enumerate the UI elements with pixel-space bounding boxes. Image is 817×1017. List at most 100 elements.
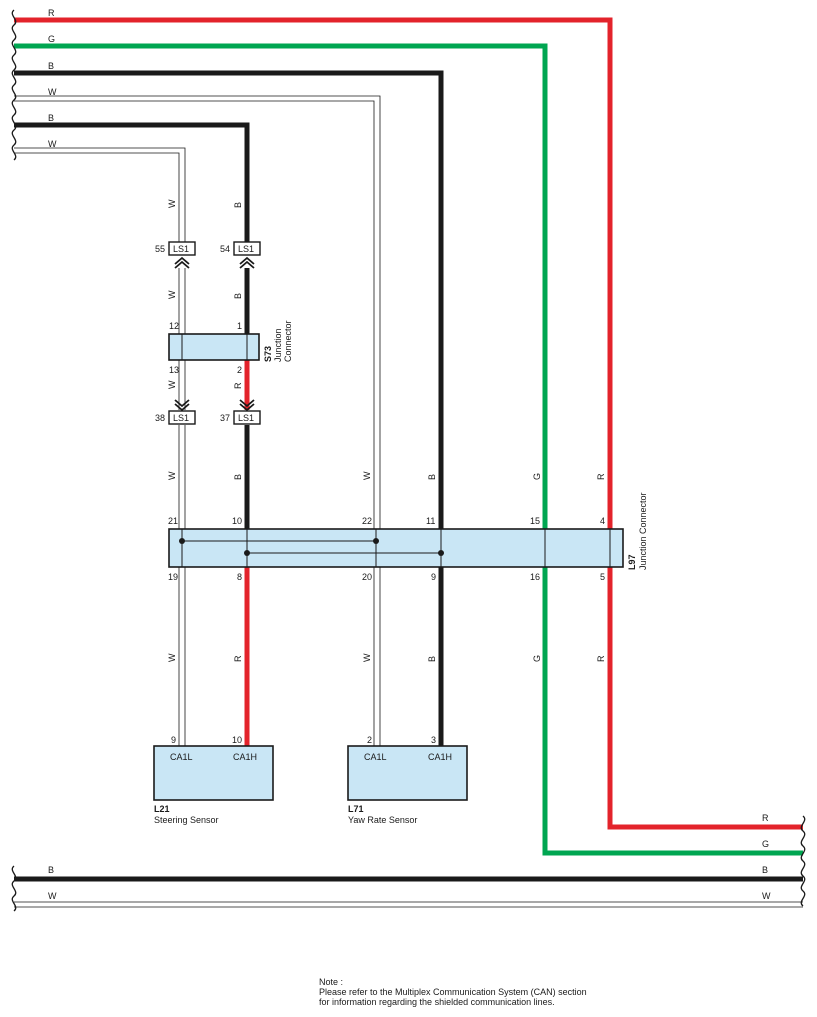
bus-label-bottom-b-right: B: [762, 865, 768, 875]
l71-terminal-ca1h: CA1H: [428, 752, 452, 762]
l21-steering-sensor: 9 10 CA1L CA1H L21 Steering Sensor: [153, 735, 274, 825]
l97-pin-5: 5: [600, 572, 605, 582]
note-line-1: Please refer to the Multiplex Communicat…: [319, 987, 587, 997]
wire-white-s73-ls1: [178, 360, 186, 410]
l97-lower-label-3: W: [362, 653, 372, 662]
s73-junction-connector: 12 1 13 2 S73 Junction Connector: [168, 320, 293, 375]
bus-labels-bottom: R G B B W W: [48, 813, 771, 901]
note: Note : Please refer to the Multiplex Com…: [319, 977, 587, 1007]
branch-wire-labels: W B W B W R W B: [167, 199, 243, 480]
ls1-38-name: LS1: [173, 413, 189, 423]
l97-pin-11: 11: [426, 516, 435, 526]
break-mark-right-bottom: [800, 815, 806, 907]
bus-label-bottom-w-right: W: [762, 891, 771, 901]
wire-white-bus-2: [14, 147, 186, 244]
wire-green-bus: [14, 43, 803, 856]
ls1-connector-54: 54 LS1: [220, 241, 261, 269]
wire-white-bottom: [14, 901, 803, 908]
s73-pin-1: 1: [237, 321, 242, 331]
l97-junction-dots: [179, 538, 444, 556]
l97-pin-19: 19: [168, 572, 178, 582]
l97-lower-label-6: R: [596, 655, 606, 662]
bus-label-r: R: [48, 8, 55, 18]
l97-lower-label-5: G: [532, 655, 542, 662]
label-w-upper: W: [167, 199, 177, 208]
break-mark-left-bottom: [11, 865, 17, 912]
l97-upper-label-4: R: [596, 473, 606, 480]
l97-pin-16: 16: [530, 572, 540, 582]
bus-label-w2: W: [48, 139, 57, 149]
l71-name: Yaw Rate Sensor: [348, 815, 417, 825]
ls1-55-pin: 55: [155, 244, 165, 254]
label-b-37: B: [233, 474, 243, 480]
l21-id: L21: [154, 804, 170, 814]
bus-label-b2: B: [48, 113, 54, 123]
bus-label-bottom-g: G: [762, 839, 769, 849]
l21-box: [153, 745, 274, 801]
l21-pin-9: 9: [171, 735, 176, 745]
wire-white-ls1-l97: [178, 425, 186, 529]
ls1-connector-38: 38 LS1: [155, 399, 196, 425]
l21-terminal-ca1l: CA1L: [170, 752, 193, 762]
l71-id: L71: [348, 804, 364, 814]
ls1-54-tag: [233, 241, 261, 256]
bus-label-g: G: [48, 34, 55, 44]
label-r-2: R: [233, 382, 243, 389]
label-b-upper: B: [233, 202, 243, 208]
l97-upper-wire-labels: W B G R: [362, 471, 606, 480]
ls1-37-pin: 37: [220, 413, 230, 423]
l71-yaw-rate-sensor: 2 3 CA1L CA1H L71 Yaw Rate Sensor: [347, 735, 468, 825]
l97-upper-label-3: G: [532, 473, 542, 480]
ls1-38-pin: 38: [155, 413, 165, 423]
label-w-mid: W: [167, 290, 177, 299]
l21-pin-10: 10: [232, 735, 242, 745]
l71-box: [347, 745, 468, 801]
l97-lower-wire-labels: W R W B G R: [167, 653, 606, 662]
l97-lower-label-2: R: [233, 655, 243, 662]
l97-label: Junction Connector: [638, 492, 648, 570]
bus-label-w: W: [48, 87, 57, 97]
ls1-55-tag: [168, 241, 196, 256]
l97-internal-lines: [181, 529, 611, 567]
l21-name: Steering Sensor: [154, 815, 219, 825]
s73-pin-13: 13: [169, 365, 179, 375]
s73-pin-12: 12: [169, 321, 179, 331]
l97-pin-9: 9: [431, 572, 436, 582]
l97-pin-8: 8: [237, 572, 242, 582]
l97-pin-4: 4: [600, 516, 605, 526]
ls1-connector-37: 37 LS1: [220, 399, 261, 425]
l97-pin-20: 20: [362, 572, 372, 582]
s73-label-2: Connector: [283, 320, 293, 362]
wire-black-bus-1: [14, 70, 444, 746]
wire-black-bus-2: [14, 122, 250, 244]
l97-box: [168, 528, 624, 568]
l71-pin-2: 2: [367, 735, 372, 745]
l97-junction-connector: 21 10 22 11 15 4 19 8 20 9 16 5 L97 Junc…: [168, 492, 648, 582]
wire-break-marks: [11, 9, 806, 912]
l97-pin-21: 21: [168, 516, 178, 526]
s73-id: S73: [263, 346, 273, 362]
ls1-connector-55: 55 LS1: [155, 241, 196, 269]
ls1-37-tag: [233, 410, 261, 425]
wire-white-bus-1: [14, 95, 381, 746]
label-w-13: W: [167, 380, 177, 389]
wires: [14, 17, 803, 908]
wire-white-ls1-s73: [178, 268, 186, 334]
ls1-38-tag: [168, 410, 196, 425]
l97-upper-label-1: W: [362, 471, 372, 480]
l97-id: L97: [627, 554, 637, 570]
ls1-54-pin: 54: [220, 244, 230, 254]
bus-label-b: B: [48, 61, 54, 71]
l71-terminal-ca1l: CA1L: [364, 752, 387, 762]
s73-pin-2: 2: [237, 365, 242, 375]
l97-pin-10: 10: [232, 516, 242, 526]
s73-box: [168, 333, 260, 361]
bus-labels-top: R G B W B W: [48, 8, 57, 149]
l71-pin-3: 3: [431, 735, 436, 745]
ls1-37-chevron-down-icon: [239, 399, 255, 412]
note-title: Note :: [319, 977, 343, 987]
ls1-38-chevron-down-icon: [174, 399, 190, 412]
ls1-55-name: LS1: [173, 244, 189, 254]
break-mark-left: [11, 9, 17, 161]
